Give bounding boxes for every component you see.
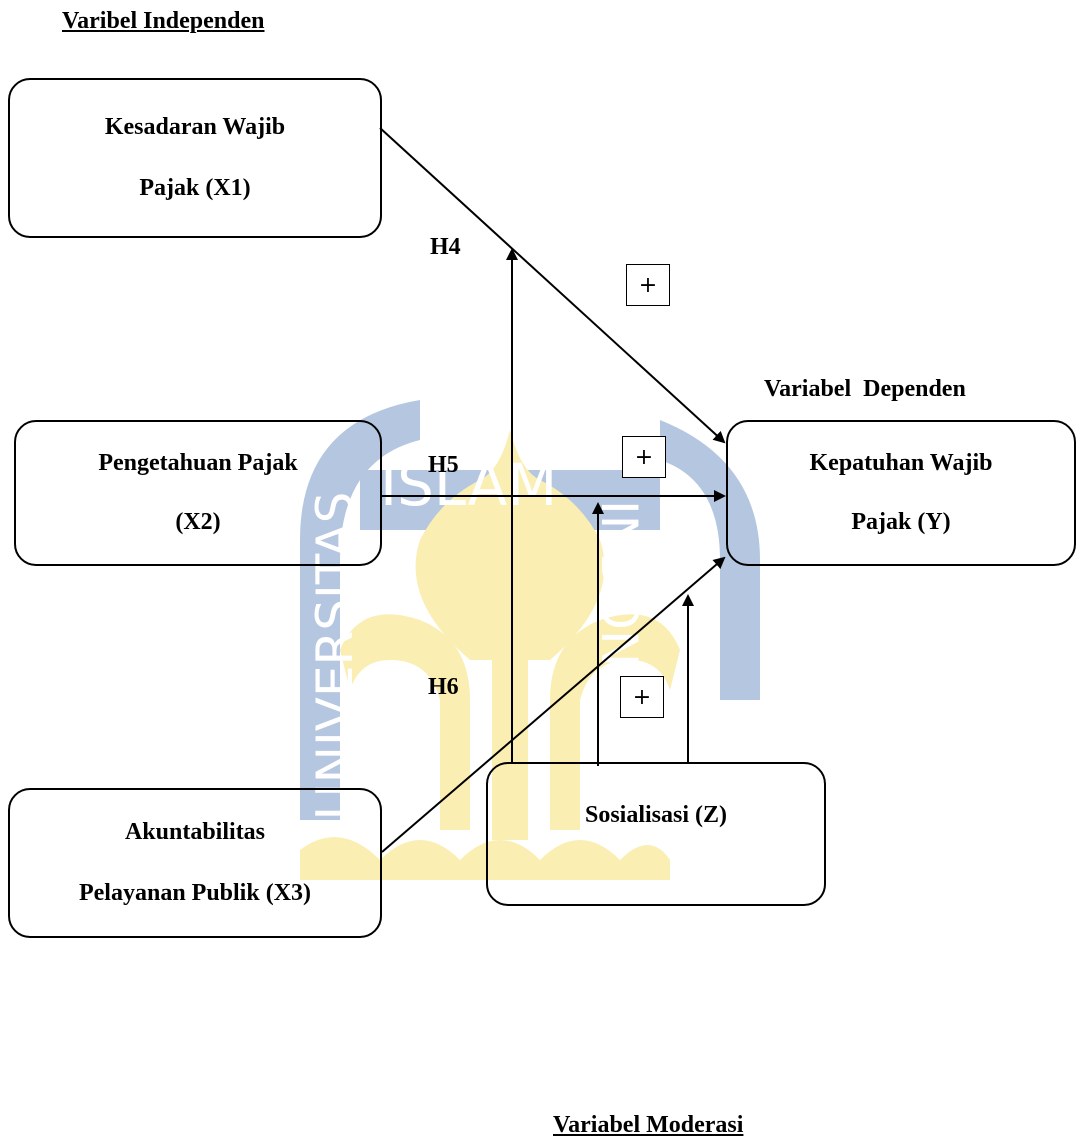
logo-arc-right-text: INDONESIA: [590, 500, 648, 780]
logo-blue-band: [360, 470, 660, 530]
logo-blue-arc-right: [660, 420, 760, 700]
independent-variable-heading: Varibel Independen: [62, 8, 265, 34]
box-z-socialization: Sosialisasi (Z): [486, 762, 826, 906]
hypothesis-h6-label: H6: [428, 674, 459, 700]
hypothesis-h5-label: H5: [428, 452, 459, 478]
hypothesis-h4-label: H4: [430, 234, 461, 260]
moderation-variable-heading: Variabel Moderasi: [553, 1112, 744, 1138]
logo-gold-stem: [492, 640, 528, 840]
box-x3-accountability: Akuntabilitas Pelayanan Publik (X3): [8, 788, 382, 938]
box-x3-line2: Pelayanan Publik (X3): [78, 880, 312, 906]
logo-gold-calligraphy: [300, 837, 670, 880]
dependent-variable-heading: Variabel Dependen: [764, 376, 966, 402]
logo-arc-left-text: UNIVERSITAS: [306, 492, 364, 820]
box-x3-line1: Akuntabilitas: [124, 819, 266, 845]
logo-gold-right-leaf: [550, 614, 680, 830]
logo-blue-arc: [300, 400, 420, 820]
positive-sign-box-h4: +: [626, 264, 670, 306]
positive-sign-box-h5: +: [622, 436, 666, 478]
box-y-compliance: Kepatuhan Wajib Pajak (Y): [726, 420, 1076, 566]
logo-gold-left-leaf: [340, 614, 470, 830]
box-x1-line2: Pajak (X1): [139, 175, 251, 201]
box-z-line1: Sosialisasi (Z): [584, 802, 728, 828]
box-y-line2: Pajak (Y): [851, 509, 951, 535]
logo-arc-top-text: ISLAM: [380, 451, 557, 519]
arrow-x1-to-y: [379, 127, 726, 444]
box-x1-awareness: Kesadaran Wajib Pajak (X1): [8, 78, 382, 238]
box-x2-line2: (X2): [175, 509, 221, 535]
positive-sign-box-h6: +: [620, 676, 664, 718]
box-x1-line1: Kesadaran Wajib: [104, 114, 286, 140]
box-x2-line1: Pengetahuan Pajak: [98, 450, 298, 476]
box-y-line1: Kepatuhan Wajib: [809, 450, 993, 476]
logo-gold-dome: [415, 430, 605, 660]
box-x2-knowledge: Pengetahuan Pajak (X2): [14, 420, 382, 566]
arrow-x3-to-y: [381, 556, 726, 853]
